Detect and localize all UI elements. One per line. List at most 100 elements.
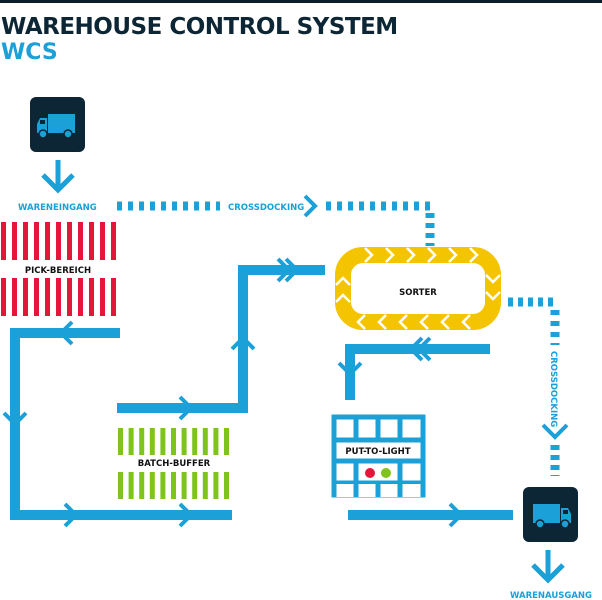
sorter-chevron-icon	[448, 247, 458, 263]
stripe	[160, 428, 166, 455]
stripe	[118, 428, 123, 455]
stripe	[202, 428, 208, 455]
stripe	[45, 278, 50, 316]
sorter-chevron-icon	[377, 314, 387, 330]
chevron-left-icon	[58, 320, 74, 346]
stripe	[192, 472, 198, 499]
crossdocking-right-path	[508, 297, 569, 476]
stripe	[192, 428, 198, 455]
outbound-truck-icon	[523, 487, 578, 542]
stripe	[139, 472, 145, 499]
stripe	[56, 222, 61, 260]
inbound-truck-icon	[30, 97, 85, 152]
chevron-left-icon	[408, 336, 424, 362]
stripe	[1, 278, 6, 316]
stripe	[202, 472, 208, 499]
stripe	[100, 278, 105, 316]
crossdocking-top-path	[117, 194, 435, 246]
chevron-right-icon	[276, 257, 292, 283]
stripe	[181, 428, 187, 455]
page-title: WAREHOUSE CONTROL SYSTEM	[1, 14, 398, 40]
stripe	[34, 222, 39, 260]
sorter-chevron-icon	[427, 247, 437, 263]
stripe	[23, 278, 28, 316]
stripe	[128, 428, 134, 455]
stripe	[171, 472, 176, 499]
arrow-down-icon	[531, 550, 565, 584]
batch-buffer	[118, 428, 229, 499]
sorter-chevron-icon	[335, 293, 351, 303]
stripe	[67, 222, 72, 260]
stripe	[34, 278, 39, 316]
flow-sorter-to-ptl	[345, 344, 490, 400]
chevron-right-icon	[448, 502, 464, 528]
sorter-chevron-icon	[385, 247, 395, 263]
stripe	[100, 222, 105, 260]
sorter-chevron-icon	[398, 314, 408, 330]
sorter-chevron-icon	[485, 274, 501, 284]
top-bar	[0, 0, 602, 3]
stripe	[224, 472, 229, 499]
flow-buffer-to-sorter	[117, 265, 325, 413]
sorter-loop	[335, 247, 501, 330]
batch-buffer-label: BATCH-BUFFER	[138, 459, 211, 469]
sorter-chevron-icon	[406, 247, 416, 263]
stripe	[1, 222, 6, 260]
stripe	[12, 222, 17, 260]
stripe	[23, 222, 28, 260]
flow-pick-to-buffer	[10, 328, 232, 520]
crossdocking-top-label: CROSSDOCKING	[228, 203, 304, 213]
sorter-label: SORTER	[399, 288, 437, 298]
inbound-label: WARENEINGANG	[18, 203, 97, 213]
green-light-icon	[381, 468, 391, 478]
chevron-down-icon	[2, 411, 28, 427]
stripe	[89, 222, 94, 260]
chevron-right-icon	[178, 502, 194, 528]
arrow-down-icon	[41, 160, 75, 194]
stripe	[213, 472, 219, 499]
stripe	[181, 472, 187, 499]
chevron-right-icon	[303, 194, 318, 218]
pick-area-label: PICK-BEREICH	[25, 266, 91, 276]
stripe	[78, 222, 83, 260]
sorter-chevron-icon	[335, 276, 351, 286]
chevron-down-icon	[337, 361, 363, 377]
stripe	[118, 472, 123, 499]
outbound-label: WARENAUSGANG	[510, 591, 592, 600]
chevron-up-icon	[230, 335, 256, 351]
sorter-chevron-icon	[440, 314, 450, 330]
crossdocking-right-label: CROSSDOCKING	[548, 351, 558, 427]
stripe	[45, 222, 50, 260]
stripe	[78, 278, 83, 316]
flow-chevrons	[2, 257, 464, 528]
stripe	[171, 428, 176, 455]
chevron-right-icon	[178, 395, 194, 421]
sorter-chevron-icon	[364, 247, 374, 263]
stripe	[213, 428, 219, 455]
sorter-chevron-icon	[419, 314, 429, 330]
stripe	[139, 428, 145, 455]
stripe	[224, 428, 229, 455]
stripe	[149, 428, 155, 455]
chevron-down-icon	[541, 423, 569, 440]
stripe	[12, 278, 17, 316]
chevron-right-icon	[63, 502, 79, 528]
sorter-chevron-icon	[356, 314, 366, 330]
pick-area	[1, 222, 116, 316]
chevron-left-icon	[416, 336, 432, 362]
sorter-chevron-icon	[469, 247, 479, 263]
sorter-chevron-icon	[461, 314, 471, 330]
red-light-icon	[365, 468, 375, 478]
stripe	[111, 222, 116, 260]
stripe	[67, 278, 72, 316]
stripe	[160, 472, 166, 499]
page-subtitle: WCS	[1, 40, 58, 65]
stripe	[149, 472, 155, 499]
stripe	[56, 278, 61, 316]
chevron-right-icon	[284, 257, 300, 283]
stripe	[89, 278, 94, 316]
sorter-chevron-icon	[485, 291, 501, 301]
put-to-light-label: PUT-TO-LIGHT	[345, 447, 410, 457]
rack-legs	[331, 483, 426, 497]
